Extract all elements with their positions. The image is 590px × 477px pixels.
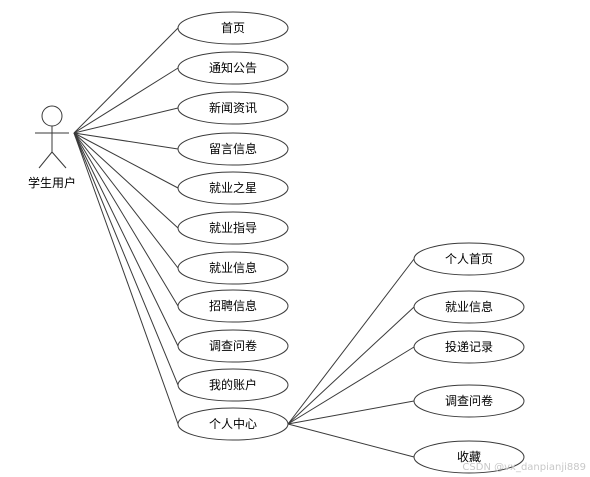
- use-case-uc-account-ellipse: [177, 368, 289, 402]
- include-line-sub-home: [287, 258, 415, 425]
- association-line-uc-jobinfo: [73, 132, 179, 269]
- use-case-uc-center[interactable]: 个人中心: [177, 407, 289, 441]
- sub-use-case-sub-favorites[interactable]: 收藏: [413, 440, 525, 474]
- sub-use-case-sub-survey-ellipse: [413, 384, 525, 418]
- use-case-group: 首页通知公告新闻资讯留言信息就业之星就业指导就业信息招聘信息调查问卷我的账户个人…: [177, 11, 289, 441]
- sub-use-case-sub-jobinfo-ellipse: [413, 290, 525, 324]
- use-case-uc-jobinfo[interactable]: 就业信息: [177, 251, 289, 285]
- include-line-sub-favorites: [287, 423, 415, 458]
- use-case-uc-recruit[interactable]: 招聘信息: [177, 289, 289, 323]
- use-case-uc-message[interactable]: 留言信息: [177, 132, 289, 166]
- actor-head: [41, 105, 63, 127]
- sub-use-case-sub-survey-label: 调查问卷: [445, 393, 493, 408]
- use-case-uc-notice-ellipse: [177, 51, 289, 85]
- include-line-sub-delivery: [287, 346, 415, 425]
- sub-use-case-sub-jobinfo[interactable]: 就业信息: [413, 290, 525, 324]
- use-case-uc-star[interactable]: 就业之星: [177, 171, 289, 205]
- use-case-uc-home-label: 首页: [221, 21, 245, 35]
- sub-use-case-sub-home-ellipse: [413, 242, 525, 276]
- association-line-uc-message: [73, 132, 179, 150]
- association-line-uc-notice: [73, 67, 179, 134]
- association-line-uc-center: [73, 132, 179, 425]
- use-case-uc-home[interactable]: 首页: [177, 11, 289, 45]
- use-case-uc-account[interactable]: 我的账户: [177, 368, 289, 402]
- use-case-uc-survey-label: 调查问卷: [209, 338, 257, 353]
- sub-use-case-sub-favorites-label: 收藏: [457, 450, 481, 464]
- use-case-uc-message-ellipse: [177, 132, 289, 166]
- connectors: [73, 27, 415, 458]
- actor-label: 学生用户: [28, 175, 76, 190]
- use-case-uc-home-ellipse: [177, 11, 289, 45]
- association-line-uc-recruit: [73, 132, 179, 307]
- include-line-sub-survey: [287, 400, 415, 425]
- use-case-uc-account-label: 我的账户: [209, 377, 257, 392]
- use-case-uc-center-ellipse: [177, 407, 289, 441]
- association-line-uc-home: [73, 27, 179, 134]
- sub-use-case-sub-jobinfo-label: 就业信息: [445, 299, 493, 314]
- use-case-uc-survey-ellipse: [177, 329, 289, 363]
- association-line-uc-survey: [73, 132, 179, 347]
- association-line-uc-star: [73, 132, 179, 189]
- sub-use-case-sub-favorites-ellipse: [413, 440, 525, 474]
- use-case-uc-news-label: 新闻资讯: [209, 100, 257, 115]
- sub-use-case-sub-delivery[interactable]: 投递记录: [413, 330, 525, 364]
- use-case-uc-message-label: 留言信息: [209, 141, 257, 156]
- use-case-uc-news[interactable]: 新闻资讯: [177, 91, 289, 125]
- association-line-uc-news: [73, 107, 179, 134]
- association-line-uc-guide: [73, 132, 179, 229]
- use-case-uc-star-ellipse: [177, 171, 289, 205]
- use-case-uc-guide[interactable]: 就业指导: [177, 211, 289, 245]
- use-case-uc-news-ellipse: [177, 91, 289, 125]
- actor-student-user: 学生用户: [28, 105, 76, 190]
- use-case-uc-notice-label: 通知公告: [209, 61, 257, 75]
- sub-use-case-sub-delivery-ellipse: [413, 330, 525, 364]
- sub-use-case-sub-delivery-label: 投递记录: [445, 339, 493, 354]
- actor-right-leg: [51, 151, 67, 169]
- sub-use-case-sub-home[interactable]: 个人首页: [413, 242, 525, 276]
- use-case-uc-guide-label: 就业指导: [209, 220, 257, 235]
- include-line-sub-jobinfo: [287, 306, 415, 425]
- actor-left-leg: [38, 151, 53, 169]
- sub-use-case-sub-home-label: 个人首页: [445, 252, 493, 266]
- use-case-uc-guide-ellipse: [177, 211, 289, 245]
- use-case-uc-survey[interactable]: 调查问卷: [177, 329, 289, 363]
- use-case-uc-jobinfo-label: 就业信息: [209, 260, 257, 275]
- watermark-text: CSDN @vx_danpianji889: [462, 462, 586, 473]
- use-case-uc-jobinfo-ellipse: [177, 251, 289, 285]
- use-case-uc-center-label: 个人中心: [209, 416, 257, 431]
- use-case-uc-recruit-ellipse: [177, 289, 289, 323]
- use-case-uc-recruit-label: 招聘信息: [209, 298, 257, 313]
- use-case-uc-notice[interactable]: 通知公告: [177, 51, 289, 85]
- association-line-uc-account: [73, 132, 179, 386]
- use-case-uc-star-label: 就业之星: [209, 181, 257, 195]
- sub-use-case-sub-survey[interactable]: 调查问卷: [413, 384, 525, 418]
